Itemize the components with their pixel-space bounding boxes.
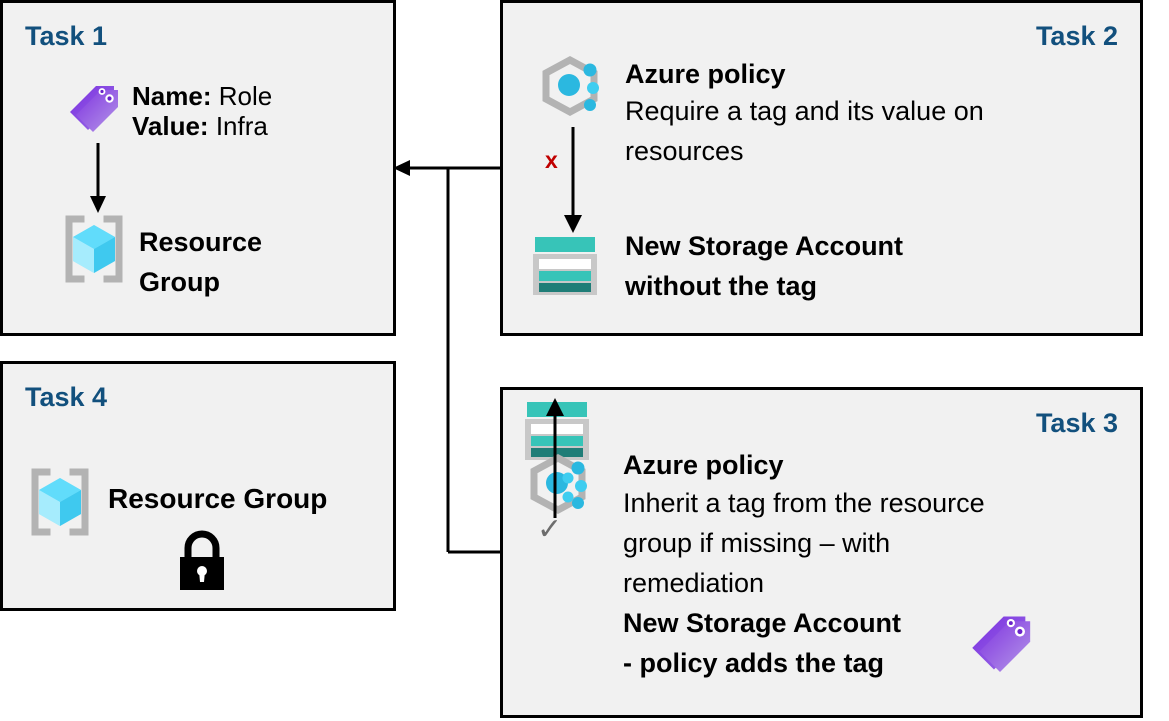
- tag-icon: [965, 608, 1035, 678]
- resource-group-label: Resource Group: [108, 483, 328, 514]
- task-1-title: Task 1: [25, 21, 108, 51]
- azure-policy-icon: [537, 55, 615, 131]
- task-2-title: Task 2: [1035, 21, 1118, 51]
- tag-name-value: Role: [218, 81, 273, 111]
- task-1-panel: Task 1: [0, 0, 396, 336]
- task-2-panel: Task 2 Azure policy Require a tag and it…: [500, 0, 1143, 336]
- policy-desc-line2: resources: [625, 136, 744, 166]
- policy-desc-line2: group if missing – with: [623, 528, 891, 558]
- check-mark-icon: ✓: [537, 513, 563, 546]
- storage-label-line2: without the tag: [625, 271, 817, 301]
- resource-group-icon: [25, 468, 95, 536]
- policy-desc-line3: remediation: [623, 568, 765, 598]
- tag-name-label: Name:: [132, 81, 219, 111]
- task-4-panel: Task 4 Resource Group: [0, 361, 396, 611]
- tag-value-value: Infra: [215, 111, 268, 141]
- resource-group-label-line1: Resource: [139, 227, 263, 257]
- tag-value-line: Value: Infra: [132, 111, 268, 142]
- storage-label-line1: New Storage Account: [623, 608, 902, 638]
- lock-icon: [174, 530, 230, 592]
- tag-name-line: Name: Role: [132, 81, 272, 112]
- down-arrow-icon: [90, 143, 106, 213]
- x-mark-icon: x: [545, 147, 558, 173]
- task-3-panel: Task 3: [500, 387, 1143, 718]
- policy-heading: Azure policy: [623, 450, 784, 480]
- storage-label-line1: New Storage Account: [625, 231, 904, 261]
- task-4-title: Task 4: [25, 382, 108, 412]
- tag-icon: [65, 79, 121, 137]
- resource-group-icon: [59, 215, 129, 283]
- resource-group-label-line2: Group: [139, 267, 220, 297]
- storage-account-icon: [531, 235, 601, 297]
- storage-label-line2: - policy adds the tag: [623, 648, 885, 678]
- down-arrow-icon: [564, 127, 582, 233]
- policy-heading: Azure policy: [625, 59, 786, 89]
- policy-desc-line1: Inherit a tag from the resource: [623, 488, 985, 518]
- tag-value-label: Value:: [132, 111, 216, 141]
- policy-desc-line1: Require a tag and its value on: [625, 96, 984, 126]
- azure-policy-icon: [525, 452, 607, 532]
- task-3-title: Task 3: [1035, 408, 1118, 438]
- up-arrow-icon: [546, 398, 564, 518]
